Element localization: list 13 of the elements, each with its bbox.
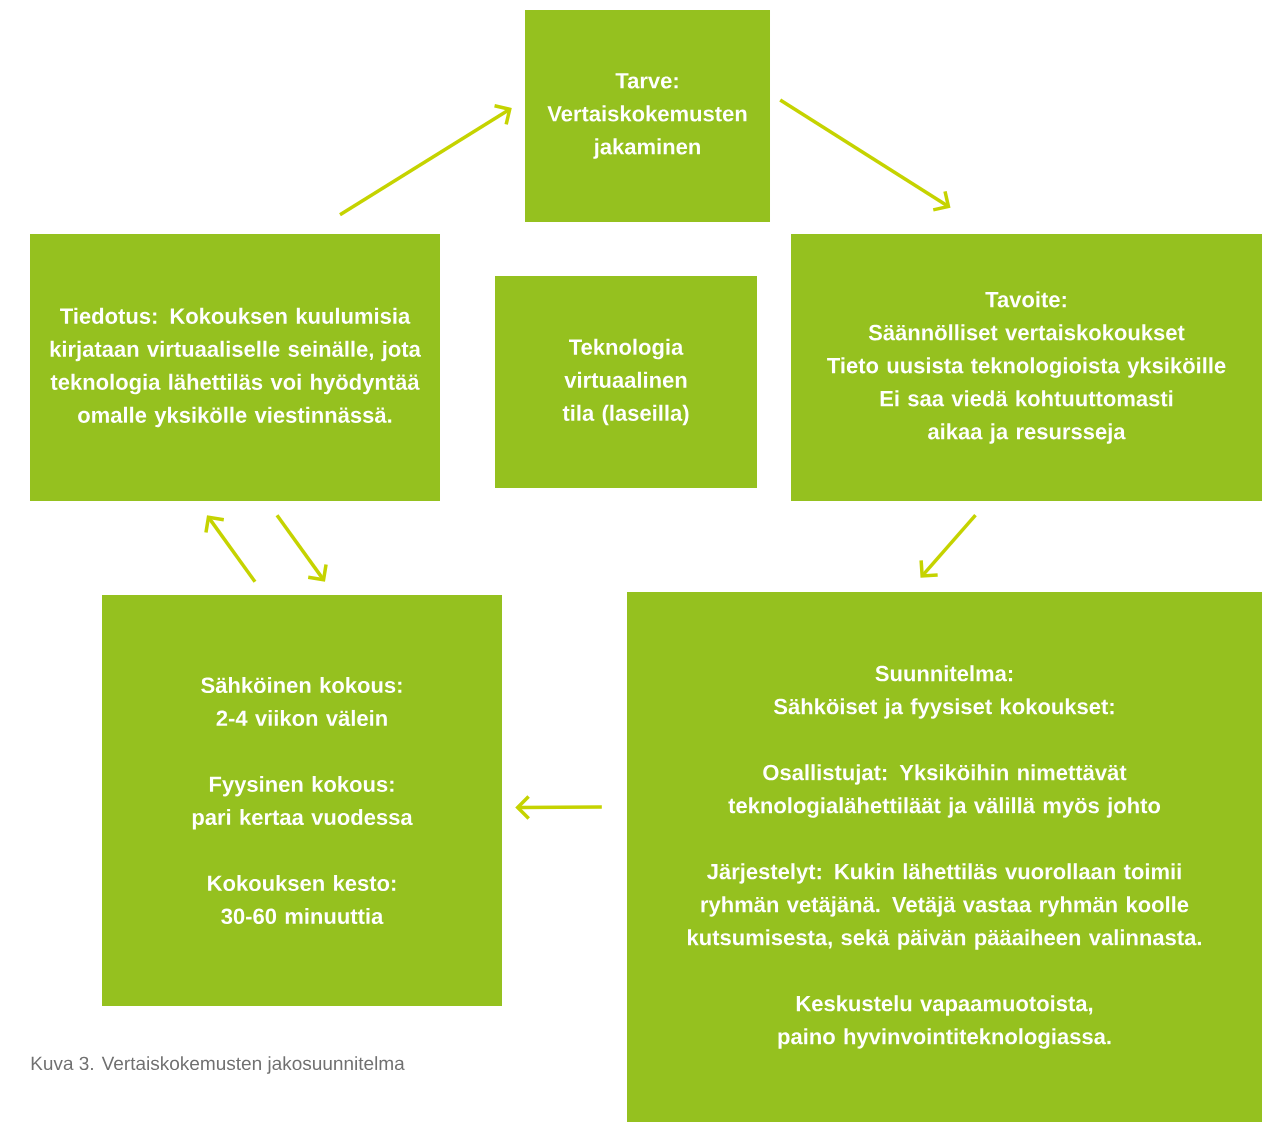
process-box: Tiedotus: Kokouksen kuulumisia kirjataan virtuaaliselle seinälle, jota teknologia lähettiläs voi hyödyntää omalle yksikölle viestinnässä. [30,234,440,501]
process-box: Teknologia virtuaalinen tila (laseilla) [495,276,757,488]
arrow [204,515,257,583]
process-box: Suunnitelma: Sähköiset ja fyysiset kokoukset: Osallistujat: Yksiköihin nimettävät teknologialähettiläät ja välillä myös johto Järjestelyt: Kukin lähettiläs vuorollaan toimii ryhmän vetäjänä. Vetäjä vastaa ryhmän koolle kutsumisesta, sekä päivän pääaiheen valinnasta. Keskustelu vapaamuotoista, paino hyvinvointiteknologiassa. [627,592,1262,1122]
arrow [275,514,328,582]
caption: Kuva 3. Vertaiskokemusten jakosuunnitelma [31,1056,405,1074]
process-box: Tarve: Vertaiskokemusten jakaminen [525,10,770,222]
arrow [515,795,602,820]
process-box: Tavoite: Säännölliset vertaiskokoukset Tieto uusista teknologioista yksiköille Ei saa viedä kohtuuttomasti aikaa ja resursseja [791,234,1262,501]
arrow [339,104,512,217]
process-box: Sähköinen kokous: 2-4 viikon välein Fyysinen kokous: pari kertaa vuodessa Kokouksen kesto: 30-60 minuuttia [102,595,502,1006]
arrow [919,514,977,578]
arrow [779,98,951,212]
